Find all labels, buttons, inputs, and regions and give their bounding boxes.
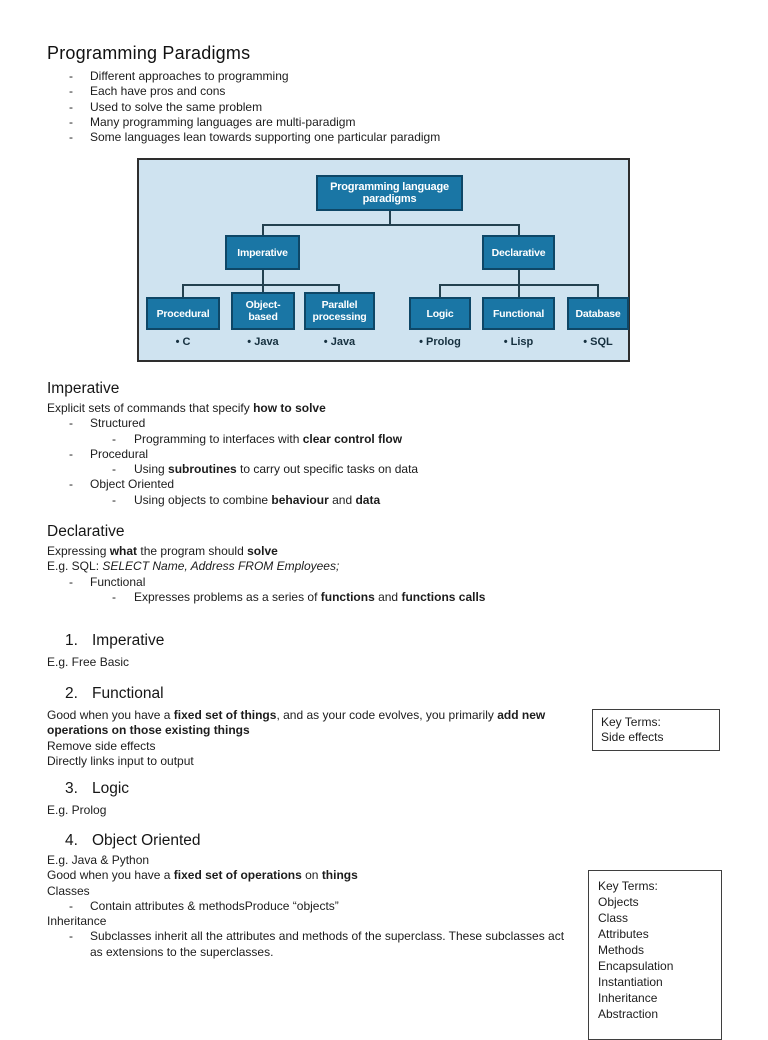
sub-bullet-item: Expresses problems as a series of functi… <box>47 590 587 606</box>
key-terms-box-side-effects: Key Terms: Side effects <box>592 709 720 751</box>
section-line: E.g. Free Basic <box>47 655 130 669</box>
diagram-example-lisp: • Lisp <box>503 336 534 348</box>
title-block: Programming Paradigms Different approach… <box>47 43 607 146</box>
connector-line <box>262 224 264 235</box>
sub-bullet-item: Using objects to combine behaviour and d… <box>47 493 587 509</box>
connector-line <box>389 211 391 224</box>
diagram-example-java2: • Java <box>323 336 356 348</box>
diagram-example-prolog: • Prolog <box>419 336 461 348</box>
diagram-example-sql: • SQL <box>583 336 613 348</box>
sub-bullet-item: Programming to interfaces with clear con… <box>47 432 587 448</box>
key-term-item: Class <box>598 911 629 925</box>
numbered-heading: 1. Imperative <box>47 631 587 650</box>
section-line: Inheritance <box>47 914 107 929</box>
heading-label: Object Oriented <box>92 832 201 849</box>
diagram-node-parallel-processing: Parallel processing <box>304 292 375 330</box>
numbered-section-imperative: 1. Imperative E.g. Free Basic <box>47 631 587 670</box>
bullet-item: Functional <box>47 575 587 591</box>
connector-line <box>182 284 340 286</box>
intro-bullet: Used to solve the same problem <box>47 100 607 116</box>
heading-number: 1. <box>65 632 78 649</box>
section-line: E.g. Java & Python <box>47 853 150 867</box>
section-line: Remove side effects <box>47 738 156 753</box>
intro-bullet: Some languages lean towards supporting o… <box>47 130 607 146</box>
key-term-item: Encapsulation <box>598 959 674 973</box>
heading-label: Functional <box>92 685 164 702</box>
section-line: Good when you have a fixed set of operat… <box>47 868 358 883</box>
connector-line <box>439 284 441 297</box>
connector-line <box>518 284 520 297</box>
key-terms-title: Key Terms: <box>601 715 661 729</box>
diagram-node-database: Database <box>567 297 629 330</box>
key-term-item: Instantiation <box>598 975 663 989</box>
key-term-item: Inheritance <box>598 991 658 1005</box>
intro-bullet-list: Different approaches to programming Each… <box>47 69 607 146</box>
numbered-heading: 2. Functional <box>47 684 571 703</box>
section-imperative: Imperative Explicit sets of commands tha… <box>47 379 587 508</box>
page-title: Programming Paradigms <box>47 43 251 63</box>
diagram-node-declarative: Declarative <box>482 235 555 270</box>
heading-number: 2. <box>65 685 78 702</box>
key-term-item: Methods <box>598 943 645 957</box>
bullet-item: Subclasses inherit all the attributes an… <box>47 929 575 960</box>
section-line: E.g. Prolog <box>47 803 107 817</box>
numbered-section-object-oriented: 4. Object Oriented E.g. Java & Python Go… <box>47 831 575 960</box>
key-term-item: Attributes <box>598 927 649 941</box>
bullet-item: Object Oriented <box>47 477 587 493</box>
section-paragraph: Good when you have a fixed set of things… <box>47 708 546 738</box>
diagram-node-logic: Logic <box>409 297 471 330</box>
key-terms-title: Key Terms: <box>598 879 658 893</box>
diagram-node-imperative: Imperative <box>225 235 300 270</box>
connector-line <box>262 284 264 292</box>
bullet-item: Structured <box>47 416 587 432</box>
bullet-item: Contain attributes & methodsProduce “obj… <box>47 899 575 915</box>
heading-number: 4. <box>65 832 78 849</box>
connector-line <box>338 284 340 292</box>
diagram-node-procedural: Procedural <box>146 297 220 330</box>
key-term-item: Abstraction <box>598 1007 659 1021</box>
connector-line <box>262 224 520 226</box>
diagram-node-object-based: Object-based <box>231 292 295 330</box>
section-line: E.g. SQL: SELECT Name, Address FROM Empl… <box>47 559 340 574</box>
section-line: Classes <box>47 883 90 898</box>
heading-label: Imperative <box>92 632 165 649</box>
numbered-heading: 4. Object Oriented <box>47 831 575 850</box>
connector-line <box>597 284 599 297</box>
connector-line <box>518 224 520 235</box>
intro-bullet: Different approaches to programming <box>47 69 607 85</box>
numbered-section-functional: 2. Functional Good when you have a fixed… <box>47 684 571 769</box>
numbered-section-logic: 3. Logic E.g. Prolog <box>47 779 587 818</box>
section-heading: Imperative <box>47 380 120 397</box>
connector-line <box>518 270 520 284</box>
diagram-node-functional: Functional <box>482 297 555 330</box>
paradigms-tree-diagram: Programming language paradigms Imperativ… <box>137 158 630 362</box>
intro-bullet: Many programming languages are multi-par… <box>47 115 607 131</box>
key-term-item: Side effects <box>601 730 664 744</box>
bullet-item: Procedural <box>47 447 587 463</box>
section-intro-line: Explicit sets of commands that specify h… <box>47 401 326 415</box>
diagram-example-c: • C <box>175 336 191 348</box>
connector-line <box>182 284 184 297</box>
connector-line <box>262 270 264 284</box>
diagram-node-root: Programming language paradigms <box>316 175 463 211</box>
sub-bullet-item: Using subroutines to carry out specific … <box>47 462 587 478</box>
heading-number: 3. <box>65 780 78 797</box>
heading-label: Logic <box>92 780 130 797</box>
section-line: Expressing what the program should solve <box>47 544 278 558</box>
section-declarative: Declarative Expressing what the program … <box>47 522 587 605</box>
section-heading: Declarative <box>47 523 125 540</box>
diagram-example-java: • Java <box>247 336 279 348</box>
key-terms-box-oop: Key Terms: Objects Class Attributes Meth… <box>588 870 722 1040</box>
intro-bullet: Each have pros and cons <box>47 84 607 100</box>
key-term-item: Objects <box>598 895 639 909</box>
numbered-heading: 3. Logic <box>47 779 587 798</box>
section-line: Directly links input to output <box>47 753 194 768</box>
